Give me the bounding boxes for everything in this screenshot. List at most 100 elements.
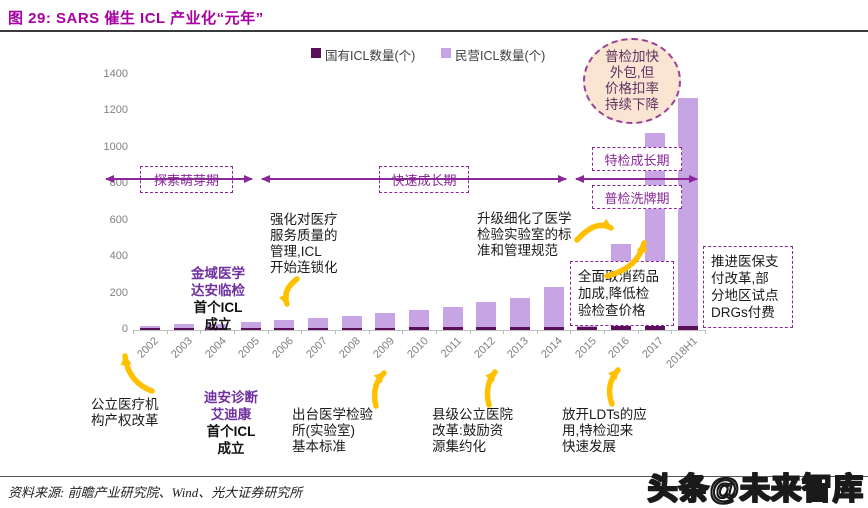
x-axis-tick — [133, 330, 134, 334]
x-axis-tick — [368, 330, 370, 334]
note-standard-upgrade: 升级细化了医学 检验实验室的标 准和管理规范 — [477, 211, 572, 258]
phase-box-routine-test-shuffle: 普检洗牌期 — [592, 185, 682, 209]
bar-2006-private — [274, 320, 295, 328]
legend-swatch-state-owned — [311, 48, 321, 58]
legend-swatch-private — [441, 48, 451, 58]
x-tick-label-2013: 2013 — [505, 335, 532, 361]
y-tick-label-1200: 1200 — [103, 104, 128, 116]
bar-2003-private — [173, 324, 194, 328]
x-axis-tick — [570, 330, 572, 334]
legend-label-private: 民营ICL数量(个) — [455, 49, 546, 63]
x-axis-tick — [637, 330, 639, 334]
milestone-dian-adicon: 迪安诊断 艾迪康首个ICL 成立 — [197, 372, 265, 474]
bar-2005-state-owned — [240, 328, 261, 330]
milestone1-event: 首个ICL 成立 — [193, 300, 243, 332]
x-axis-tick — [469, 330, 471, 334]
x-tick-label-2008: 2008 — [337, 335, 364, 361]
x-tick-label-2012: 2012 — [471, 335, 498, 361]
bar-2017-state-owned — [644, 326, 665, 330]
milestone-jinyu-daan: 金域医学 达安临检首个ICL 成立 — [184, 248, 252, 350]
note-property-reform: 公立医疗机 构产权改革 — [91, 397, 159, 428]
x-tick-label-2018H1: 2018H1 — [663, 335, 700, 371]
phase-box-exploration: 探索萌芽期 — [140, 166, 233, 193]
phase-label-special-test-growth: 特检成长期 — [604, 152, 670, 168]
y-tick-label-800: 800 — [109, 177, 128, 189]
note-drug-markup-text: 全面取消药品 加成,降低检 验检查价格 — [578, 269, 659, 318]
bar-2008-private — [341, 316, 362, 328]
milestone2-event: 首个ICL 成立 — [206, 424, 256, 456]
phase-label-rapid-growth: 快速成长期 — [391, 173, 457, 188]
x-axis-tick — [200, 330, 202, 334]
y-tick-label-400: 400 — [109, 250, 128, 262]
y-tick-label-200: 200 — [109, 287, 128, 299]
bar-2008-state-owned — [341, 328, 362, 330]
x-tick-label-2014: 2014 — [539, 335, 566, 361]
bar-2018H1-private — [678, 98, 699, 326]
x-axis-tick — [402, 330, 404, 334]
x-tick-label-2010: 2010 — [404, 335, 431, 361]
phase-box-rapid-growth: 快速成长期 — [379, 166, 469, 193]
bar-2004-private — [207, 324, 228, 328]
x-axis-tick — [604, 330, 606, 334]
x-tick-label-2006: 2006 — [270, 335, 296, 361]
figure-title: 图 29: SARS 催生 ICL 产业化“元年” — [8, 10, 264, 27]
footer-rule — [0, 476, 868, 477]
bar-2002-state-owned — [139, 328, 160, 330]
title-underline — [0, 30, 868, 32]
x-axis-tick — [435, 330, 437, 334]
bar-2012-state-owned — [476, 327, 497, 330]
y-tick-label-600: 600 — [109, 214, 128, 226]
bar-2003-state-owned — [173, 328, 194, 330]
y-tick-label-0: 0 — [121, 323, 128, 335]
x-axis-tick — [705, 330, 706, 334]
milestone2-company: 迪安诊断 艾迪康 — [204, 390, 258, 422]
bar-2018H1-state-owned — [678, 326, 699, 330]
note-ldt: 放开LDTs的应 用,特检迎来 快速发展 — [562, 407, 647, 454]
note-box-drg-payment: 推进医保支 付改革,部 分地区试点 DRGs付费 — [703, 246, 793, 328]
watermark: 头条@未来智库 — [647, 472, 864, 507]
phase-box-special-test-growth: 特检成长期 — [592, 147, 682, 171]
phase-label-routine-test-shuffle: 普检洗牌期 — [604, 190, 670, 206]
x-tick-label-2017: 2017 — [640, 335, 667, 361]
bar-2004-state-owned — [207, 328, 228, 330]
milestone1-company: 金域医学 达安临检 — [191, 266, 245, 298]
x-axis-tick — [334, 330, 336, 334]
note-county-hospital: 县级公立医院 改革:鼓励资 源集约化 — [432, 407, 513, 454]
x-axis-tick — [301, 330, 303, 334]
x-axis-tick — [536, 330, 538, 334]
bar-2007-private — [308, 318, 329, 328]
x-tick-label-2009: 2009 — [371, 335, 397, 361]
bar-2012-private — [476, 302, 497, 327]
bar-2015-state-owned — [577, 327, 598, 330]
y-tick-label-1000: 1000 — [103, 141, 128, 153]
bar-2010-private — [409, 310, 429, 327]
x-tick-label-2007: 2007 — [303, 335, 330, 361]
bar-2002-private — [139, 326, 160, 328]
callout-bubble: 普检加快 外包,但 价格扣率 持续下降 — [583, 38, 681, 124]
legend-label-state-owned: 国有ICL数量(个) — [325, 49, 416, 63]
bar-2013-state-owned — [509, 327, 530, 330]
y-tick-label-1400: 1400 — [103, 68, 128, 80]
note-box-drug-markup: 全面取消药品 加成,降低检 验检查价格 — [570, 261, 674, 326]
bar-2014-state-owned — [543, 327, 564, 330]
bar-2009-state-owned — [375, 328, 396, 330]
x-tick-label-2016: 2016 — [606, 335, 633, 361]
note-lab-standard: 出台医学检验 所(实验室) 基本标准 — [292, 407, 373, 454]
bar-2007-state-owned — [308, 328, 329, 330]
bar-2006-state-owned — [274, 328, 295, 330]
bar-2014-private — [543, 287, 564, 327]
x-tick-label-2002: 2002 — [135, 335, 162, 361]
bar-2005-private — [240, 322, 261, 328]
x-axis-tick — [503, 330, 505, 334]
x-tick-label-2015: 2015 — [572, 335, 599, 361]
x-axis-tick — [671, 330, 673, 334]
source-note: 资料来源: 前瞻产业研究院、Wind、光大证券研究所 — [8, 485, 303, 500]
bar-2009-private — [375, 313, 396, 328]
phase-label-exploration: 探索萌芽期 — [153, 173, 219, 188]
bar-2013-private — [509, 298, 530, 327]
bar-2011-private — [442, 307, 463, 327]
x-axis-tick — [166, 330, 168, 334]
x-axis-line — [133, 330, 705, 331]
bar-2016-state-owned — [610, 326, 631, 330]
